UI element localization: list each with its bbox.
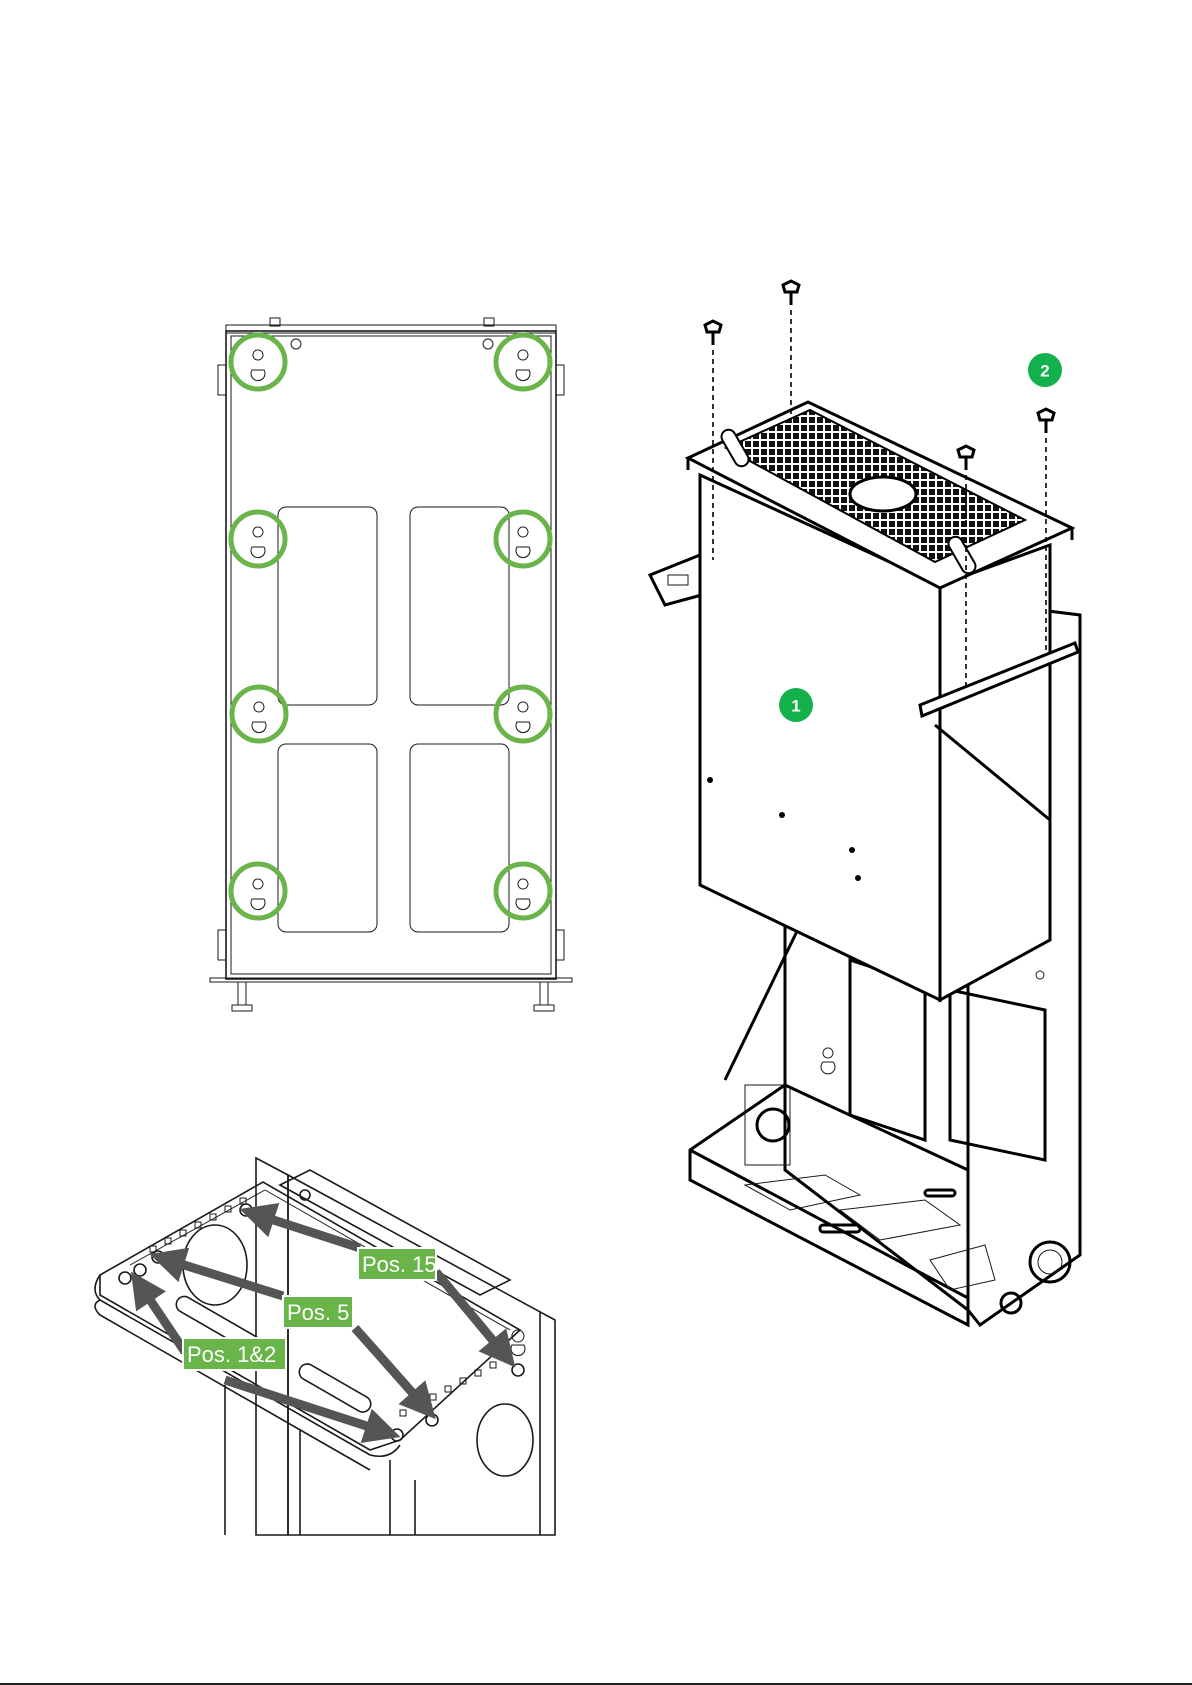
keyhole-icon xyxy=(496,335,550,389)
label-pos-5-text: Pos. 5 xyxy=(287,1300,349,1325)
label-pos-5: Pos. 5 xyxy=(283,1296,353,1328)
label-pos-1-2-text: Pos. 1&2 xyxy=(187,1342,276,1367)
keyhole-icon xyxy=(496,864,550,918)
keyhole-icon xyxy=(232,687,286,741)
label-pos-1-2: Pos. 1&2 xyxy=(183,1338,286,1370)
keyhole-icon xyxy=(231,335,285,389)
keyhole-icon xyxy=(496,512,550,566)
detail-view-drawing xyxy=(95,1158,555,1535)
keyhole-icon xyxy=(496,687,550,741)
screw-icon xyxy=(783,281,799,425)
badge-screws: 2 xyxy=(1028,353,1062,387)
label-pos-15: Pos. 15 xyxy=(358,1248,437,1280)
keyhole-icon xyxy=(231,512,285,566)
keyhole-markers xyxy=(231,335,550,918)
badge-enclosure: 1 xyxy=(779,688,813,722)
badge-screws-label: 2 xyxy=(1040,362,1049,381)
isometric-assembly-drawing xyxy=(650,281,1080,1325)
label-pos-15-text: Pos. 15 xyxy=(362,1252,437,1277)
keyhole-icon xyxy=(231,864,285,918)
badge-enclosure-label: 1 xyxy=(791,697,800,716)
